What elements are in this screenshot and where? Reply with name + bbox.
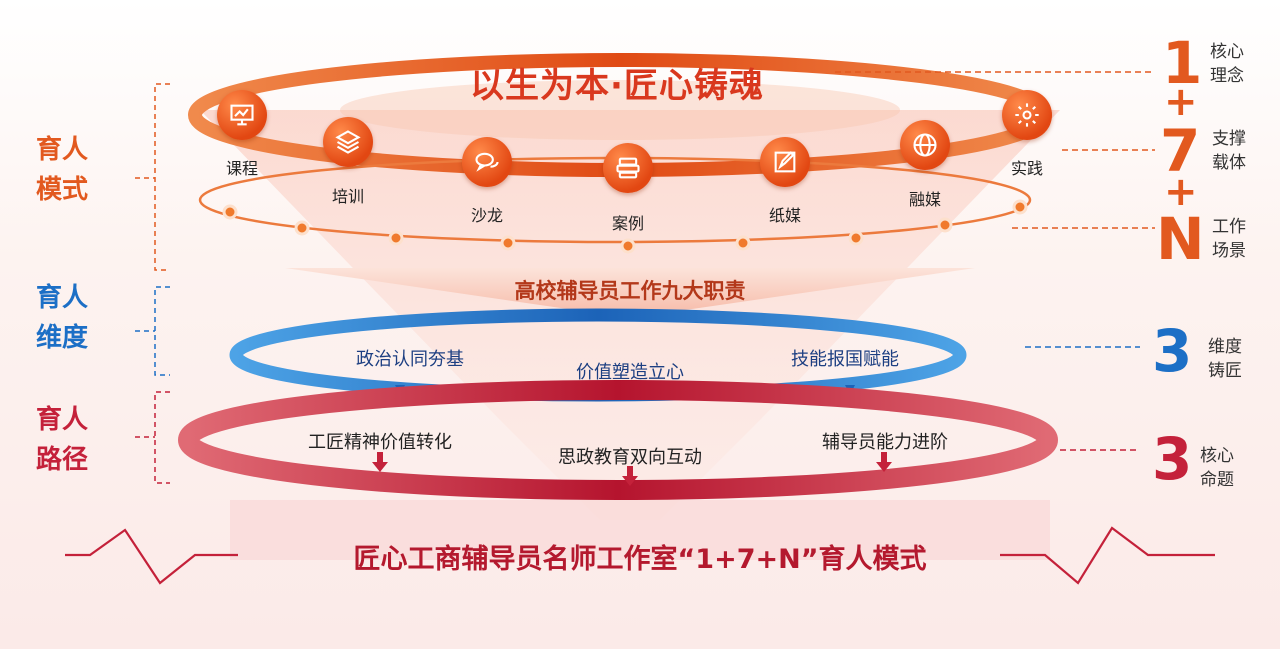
right-number-3b: 3	[1152, 425, 1193, 493]
left-label-dimension-line1: 育人	[36, 283, 89, 313]
red-ring-item-2: 思政教育双向互动	[558, 447, 702, 468]
right-text-7-a: 支撑	[1212, 129, 1246, 149]
books-icon	[603, 143, 653, 193]
right-number-3a: 3	[1152, 317, 1193, 385]
node-label: 纸媒	[768, 206, 801, 225]
right-text-1-a: 核心	[1210, 42, 1244, 62]
right-text-3b: 核心 命题	[1200, 444, 1234, 492]
node-label: 培训	[331, 187, 364, 206]
left-label-path-line1: 育人	[36, 405, 89, 435]
red-arrows	[372, 452, 892, 486]
right-number-1: 1	[1162, 29, 1203, 97]
plus-sign-2: +	[1164, 169, 1198, 215]
heartbeat-lines	[65, 526, 1215, 585]
right-text-3b-b: 命题	[1200, 470, 1234, 490]
left-label-mode: 育人 模式	[36, 130, 88, 210]
node-label: 融媒	[908, 190, 941, 209]
blue-ring-item-2: 价值塑造立心	[576, 362, 684, 383]
right-text-3a-a: 维度	[1208, 337, 1242, 357]
left-label-dimension: 育人 维度	[36, 278, 88, 358]
layers-icon	[323, 117, 373, 167]
funnel-label: 高校辅导员工作九大职责	[514, 279, 746, 303]
chevron-banner	[285, 268, 975, 318]
plus-sign-1: +	[1164, 79, 1198, 125]
right-text-3b-a: 核心	[1200, 446, 1234, 466]
right-text-3a: 维度 铸匠	[1208, 335, 1242, 383]
orange-ring-inner-fill	[340, 80, 900, 140]
globe-icon	[900, 120, 950, 170]
red-ring-item-3: 辅导员能力进阶	[822, 432, 948, 453]
left-label-mode-line1: 育人	[36, 135, 89, 165]
presentation-icon	[217, 90, 267, 140]
node-label: 课程	[225, 159, 258, 178]
funnel-base	[230, 500, 1050, 560]
red-ring-item-1: 工匠精神价值转化	[308, 432, 452, 453]
edit-icon	[760, 137, 810, 187]
right-text-3a-b: 铸匠	[1208, 361, 1242, 381]
chat-icon	[462, 137, 512, 187]
node-label: 实践	[1010, 159, 1043, 178]
right-text-N: 工作 场景	[1212, 215, 1246, 263]
left-label-path: 育人 路径	[36, 400, 88, 480]
right-number-7: 7	[1160, 117, 1201, 185]
left-label-mode-line2: 模式	[36, 175, 89, 205]
right-text-7-b: 载体	[1212, 153, 1246, 173]
blue-ring-item-1: 政治认同夯基	[356, 349, 464, 370]
left-label-path-line2: 路径	[36, 445, 89, 475]
red-ring	[178, 380, 1058, 500]
orange-ring-dots	[222, 199, 1028, 254]
left-label-dimension-line2: 维度	[36, 323, 89, 353]
right-text-1: 核心 理念	[1210, 40, 1244, 88]
node-label: 沙龙	[470, 206, 503, 225]
bracket-mode	[154, 83, 170, 271]
bracket-dimension	[154, 286, 170, 376]
right-text-7: 支撑 载体	[1212, 127, 1246, 175]
right-text-N-b: 场景	[1212, 241, 1246, 261]
bracket-path	[154, 391, 170, 484]
blue-ring-item-3: 技能报国赋能	[791, 349, 899, 370]
right-text-N-a: 工作	[1212, 217, 1246, 237]
right-letter-N: N	[1156, 205, 1205, 273]
node-label: 案例	[611, 214, 644, 233]
page-title: 以生为本·匠心铸魂	[470, 66, 764, 106]
right-text-1-b: 理念	[1210, 66, 1244, 86]
gear-icon	[1002, 90, 1052, 140]
bottom-title: 匠心工商辅导员名师工作室“1+7+N”育人模式	[353, 544, 927, 575]
